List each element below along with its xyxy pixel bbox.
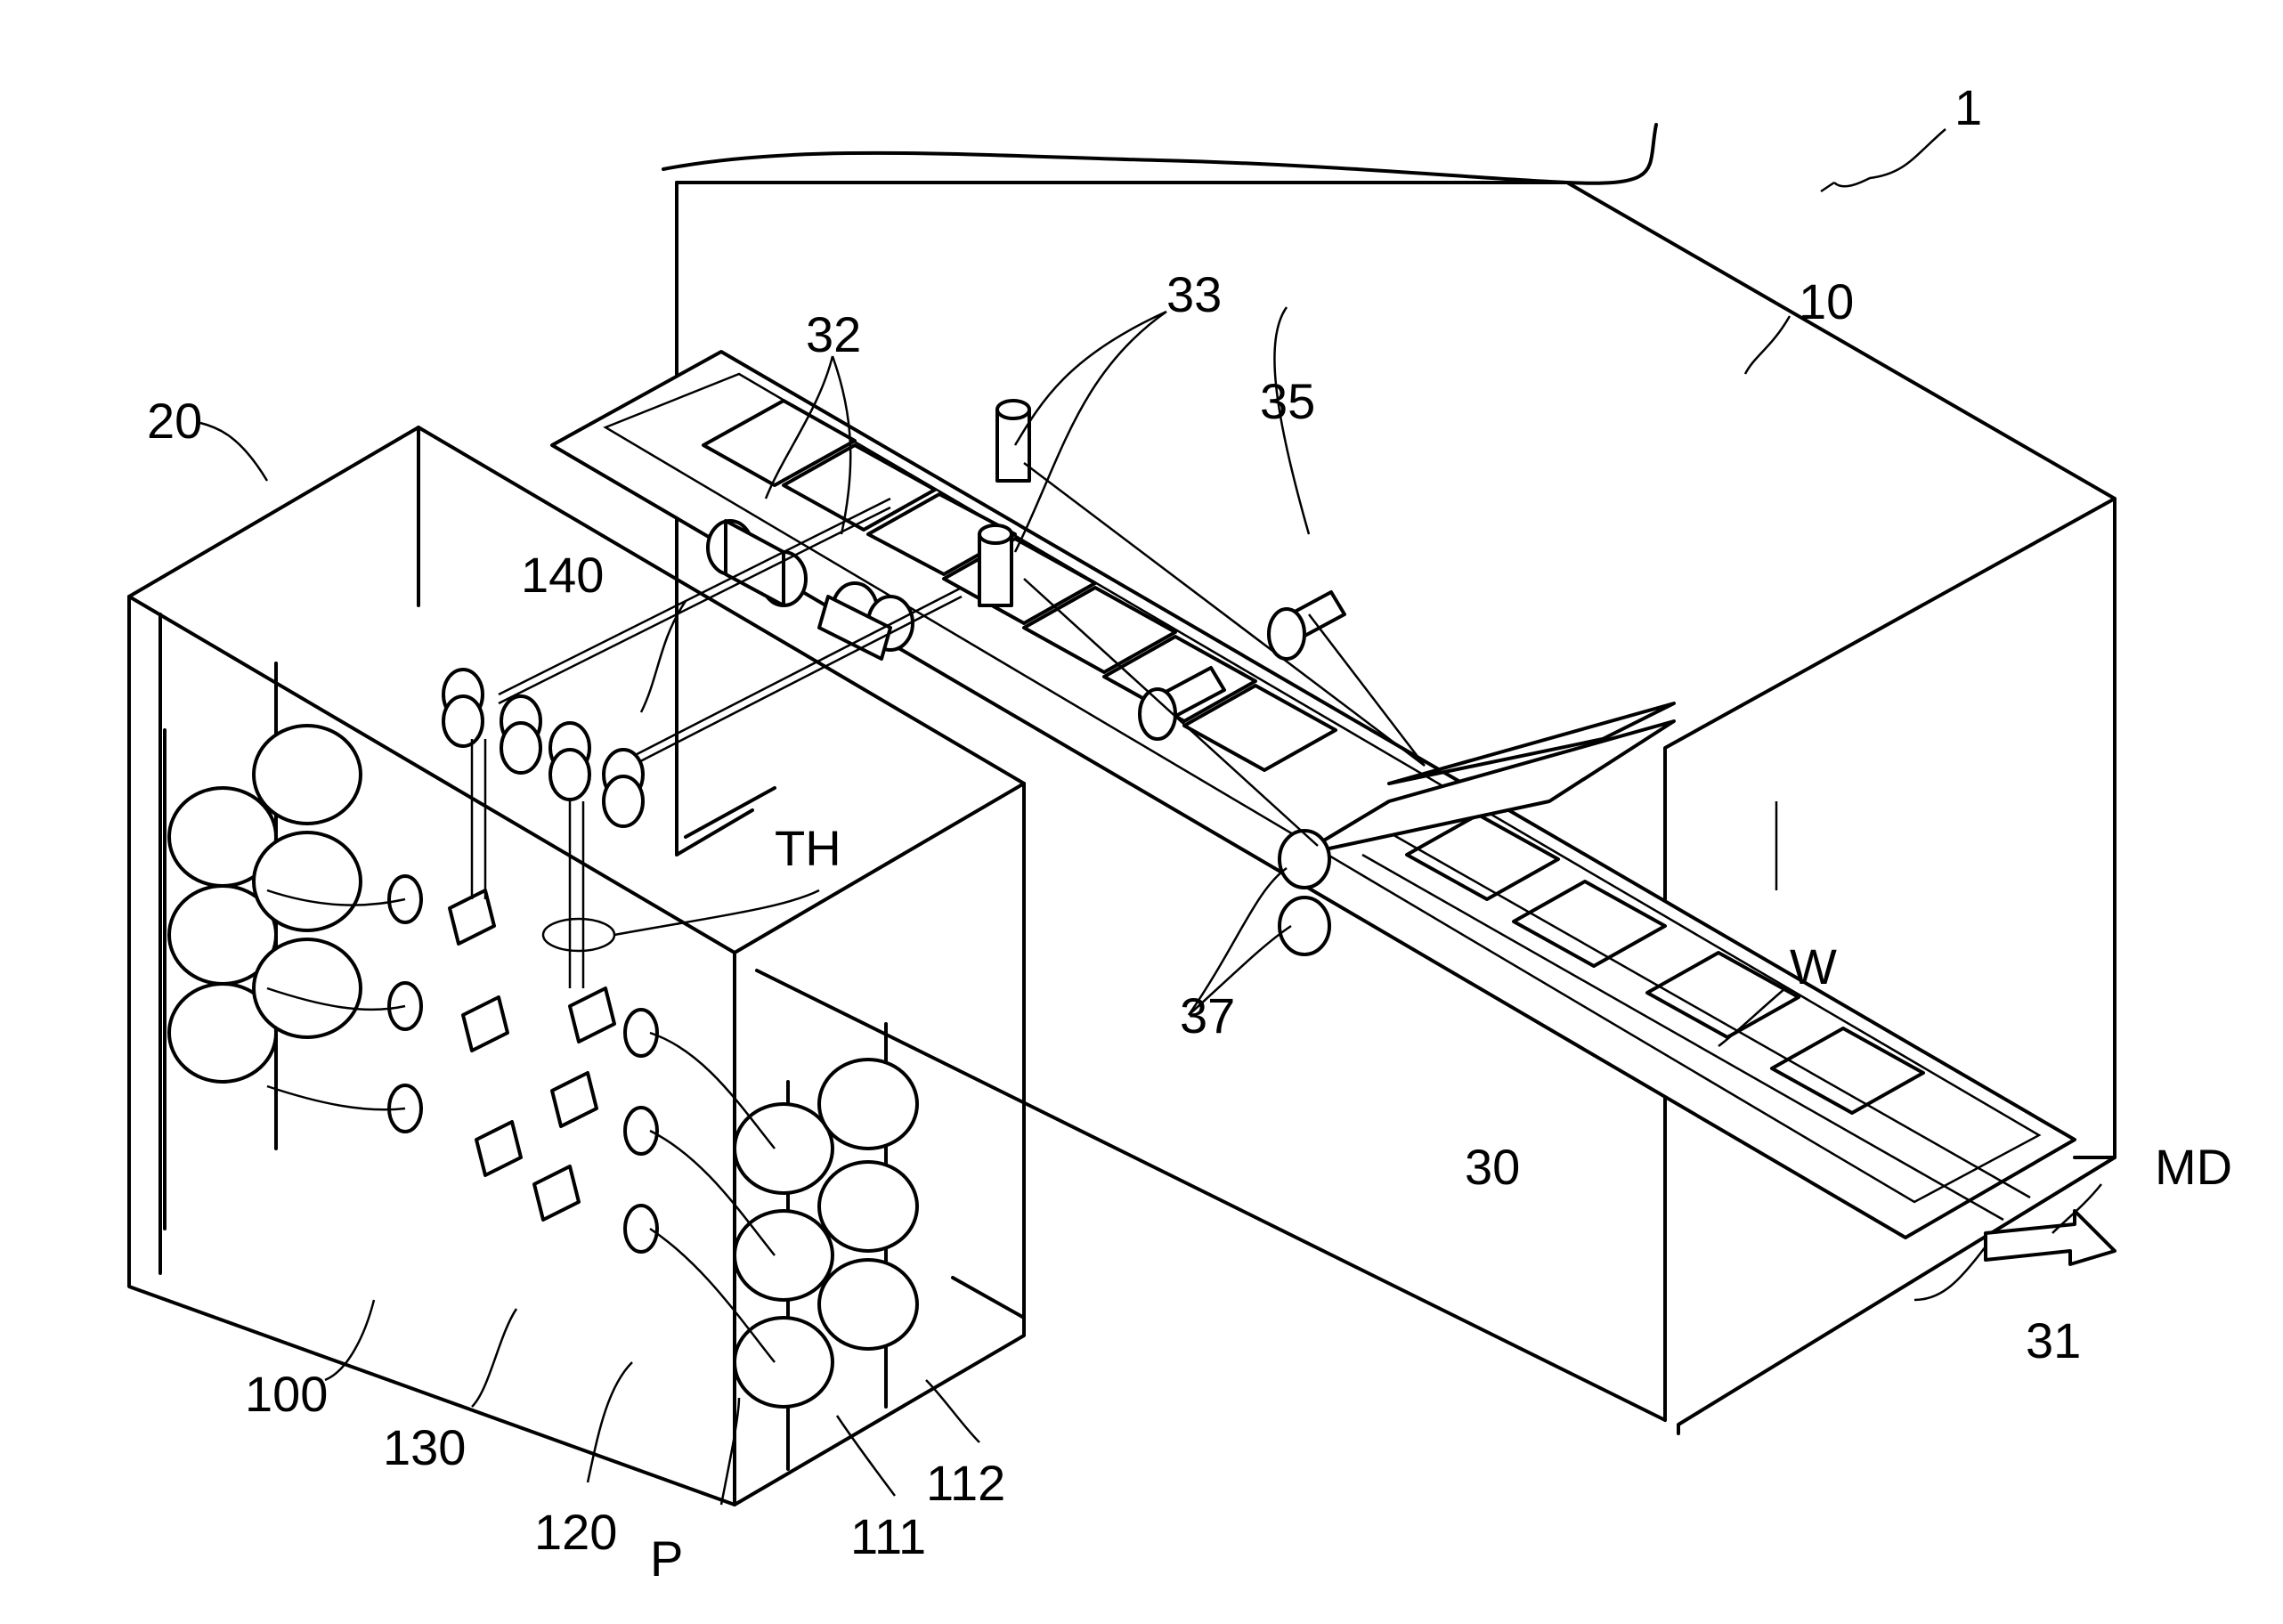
label-MD: MD [2155, 1139, 2232, 1195]
label-33: 33 [1166, 266, 1222, 322]
thread-group-marker [543, 919, 614, 951]
label-140: 140 [521, 547, 604, 603]
md-arrow [1986, 1211, 2115, 1264]
bobbins-right [650, 1024, 917, 1469]
tension-boxes-130 [450, 890, 614, 1220]
label-TH: TH [775, 820, 841, 876]
label-10: 10 [1799, 273, 1854, 329]
label-111: 111 [850, 1508, 926, 1564]
label-32: 32 [806, 306, 861, 362]
label-W: W [1790, 938, 1837, 995]
label-120: 120 [534, 1504, 617, 1560]
label-1: 1 [1954, 79, 1982, 135]
label-100: 100 [245, 1366, 328, 1422]
label-20: 20 [147, 393, 202, 449]
bobbins-left [165, 663, 361, 1229]
label-35: 35 [1260, 373, 1315, 429]
label-P: P [650, 1531, 683, 1587]
label-30: 30 [1465, 1139, 1520, 1195]
label-31: 31 [2026, 1312, 2081, 1368]
label-112: 112 [926, 1455, 1005, 1511]
cut-line [663, 125, 1656, 183]
label-37: 37 [1180, 987, 1235, 1043]
reference-labels: 1 10 20 30 31 32 33 35 37 100 111 112 12… [147, 79, 2232, 1587]
label-130: 130 [383, 1419, 466, 1475]
